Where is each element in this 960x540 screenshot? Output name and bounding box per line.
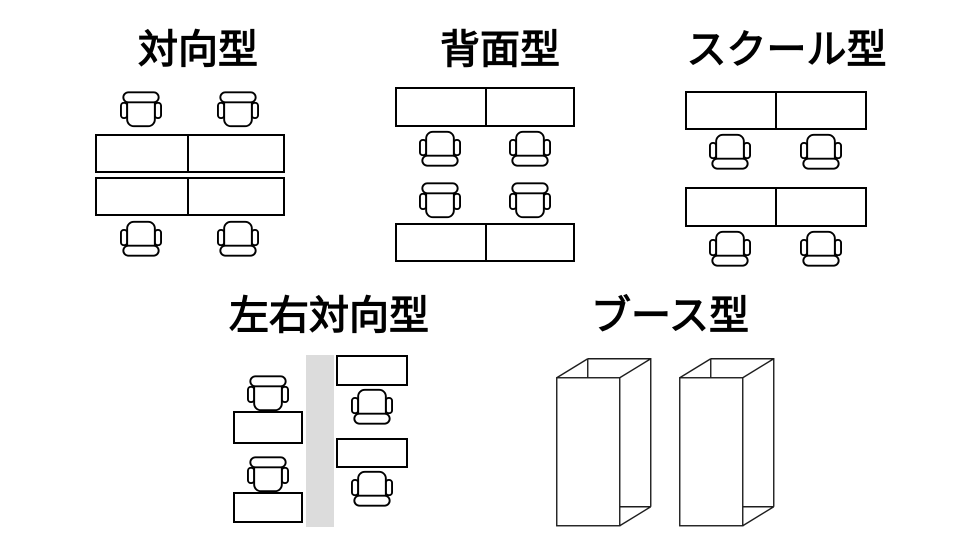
desk-icon (685, 187, 777, 227)
office-chair-icon (217, 91, 259, 128)
booth-box-icon (679, 358, 775, 527)
desk-icon (336, 355, 408, 386)
desk-icon (187, 134, 285, 173)
office-chair-icon (217, 220, 259, 257)
desk-icon (395, 223, 487, 262)
office-chair-icon (709, 230, 751, 267)
office-chair-icon (247, 375, 289, 412)
office-chair-icon (351, 388, 393, 425)
desk-icon (233, 492, 303, 523)
desk-icon (395, 87, 487, 127)
office-chair-icon (800, 230, 842, 267)
desk-icon (485, 87, 575, 127)
office-chair-icon (509, 130, 551, 167)
booth-box-icon (556, 358, 652, 527)
layout-facing-title: 対向型 (138, 28, 258, 72)
office-chair-icon (709, 133, 751, 170)
office-chair-icon (247, 456, 289, 493)
layout-back-to-back-title: 背面型 (440, 28, 560, 72)
aisle-strip (306, 355, 334, 527)
office-chair-icon (800, 133, 842, 170)
office-chair-icon (351, 470, 393, 507)
office-chair-icon (120, 91, 162, 128)
desk-icon (485, 223, 575, 262)
office-chair-icon (419, 130, 461, 167)
desk-icon (95, 134, 189, 173)
desk-icon (775, 91, 867, 130)
desk-icon (95, 177, 189, 216)
office-chair-icon (120, 220, 162, 257)
desk-icon (187, 177, 285, 216)
layout-booth-title: ブース型 (591, 294, 749, 338)
desk-icon (775, 187, 867, 227)
layout-school-title: スクール型 (686, 28, 887, 72)
desk-icon (233, 411, 303, 444)
office-chair-icon (509, 182, 551, 219)
office-chair-icon (419, 182, 461, 219)
layout-left-right-facing-title: 左右対向型 (229, 294, 429, 338)
desk-icon (685, 91, 777, 130)
desk-icon (336, 438, 408, 468)
